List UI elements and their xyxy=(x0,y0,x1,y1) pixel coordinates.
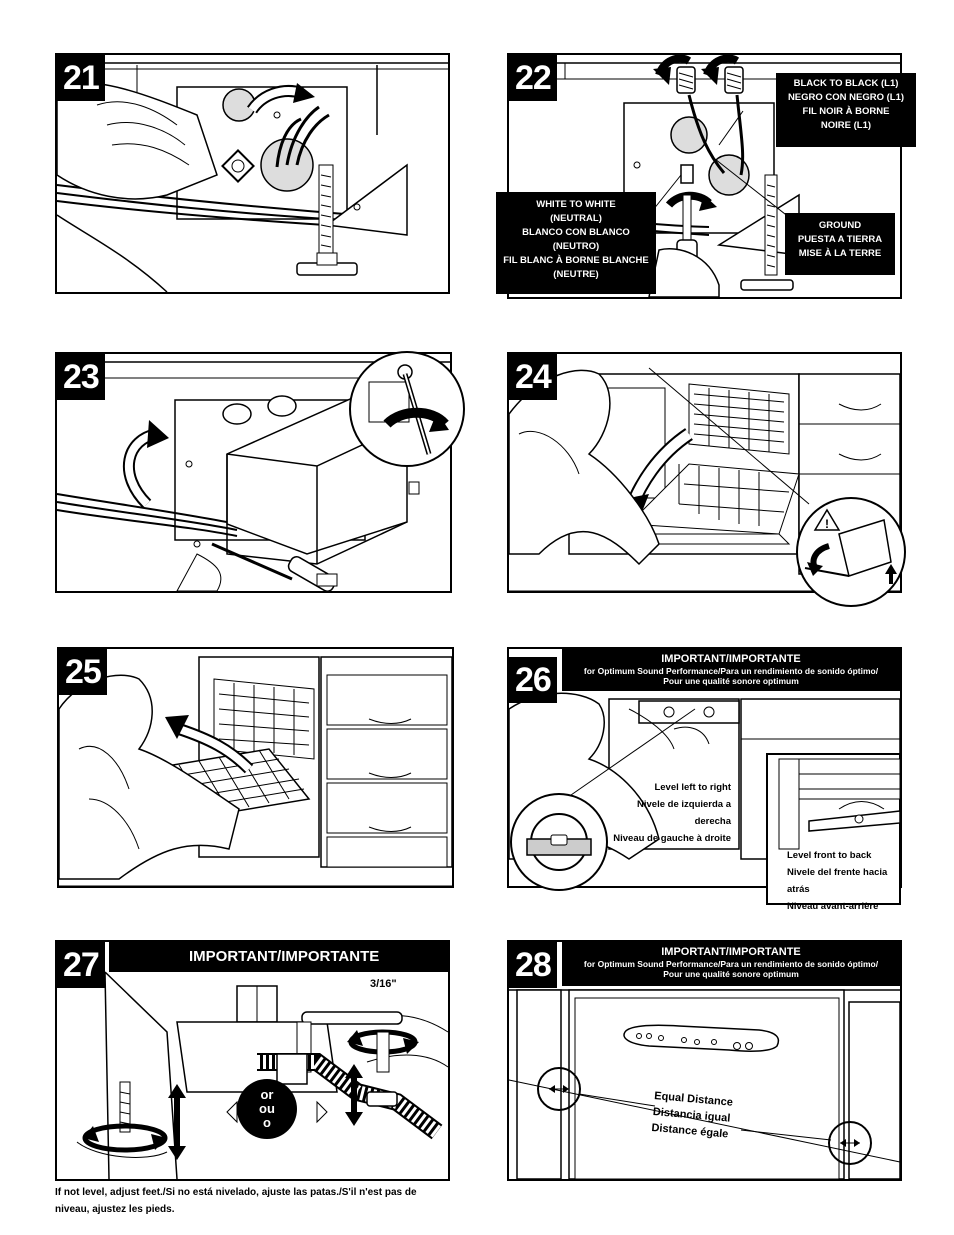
step-24-panel: ! 24 xyxy=(507,352,906,607)
step-25-illustration xyxy=(58,656,453,887)
step-28-illustration xyxy=(508,989,901,1180)
step-22-panel: 22 BLACK TO BLACK (L1) NEGRO CON NEGRO (… xyxy=(496,53,916,299)
step-number: 25 xyxy=(59,649,107,695)
black-wire-label: BLACK TO BLACK (L1) NEGRO CON NEGRO (L1)… xyxy=(776,73,916,147)
important-subtitle: for Optimum Sound Performance/Para un re… xyxy=(583,959,879,979)
step-27-panel: 27 IMPORTANT/IMPORTANTE 3/16" or ou o xyxy=(55,940,450,1181)
step-28-panel: 28 IMPORTANT/IMPORTANTE for Optimum Soun… xyxy=(507,940,902,1181)
step-26-panel: 26 IMPORTANT/IMPORTANTE for Optimum Soun… xyxy=(507,647,902,912)
equal-distance-label: Equal Distance Distancia igual Distance … xyxy=(650,1089,734,1141)
important-header: IMPORTANT/IMPORTANTE xyxy=(109,942,448,972)
step-23-illustration xyxy=(56,351,465,592)
svg-text:!: ! xyxy=(825,517,829,531)
step-number: 21 xyxy=(57,55,105,101)
step-24-illustration: ! xyxy=(508,367,906,607)
step-25-panel: 25 xyxy=(57,647,454,888)
level-left-right-label: Level left to right Nivele de izquierda … xyxy=(613,782,731,844)
ground-wire-label: GROUND PUESTA A TIERRA MISE À LA TERRE xyxy=(785,213,895,275)
level-caption-line-1: If not level, adjust feet./Si no está ni… xyxy=(55,1187,417,1198)
important-header: IMPORTANT/IMPORTANTE for Optimum Sound P… xyxy=(562,649,900,691)
step-26-illustration xyxy=(508,692,901,905)
step-number: 23 xyxy=(57,354,105,400)
step-number: 22 xyxy=(509,55,557,101)
step-number: 27 xyxy=(57,942,105,988)
important-title: IMPORTANT/IMPORTANTE xyxy=(661,653,801,665)
important-title: IMPORTANT/IMPORTANTE xyxy=(661,946,801,958)
step-21-panel: 21 xyxy=(55,53,450,294)
or-badge: or ou o xyxy=(237,1079,297,1139)
important-header: IMPORTANT/IMPORTANTE for Optimum Sound P… xyxy=(562,942,900,986)
step-23-panel: 23 xyxy=(55,351,465,593)
step-27-illustration xyxy=(76,971,449,1180)
step-number: 24 xyxy=(509,354,557,400)
step-21-illustration xyxy=(56,62,448,293)
level-caption-line-2: niveau, ajustez les pieds. xyxy=(55,1204,175,1215)
white-wire-label: WHITE TO WHITE (NEUTRAL) BLANCO CON BLAN… xyxy=(496,192,656,294)
step-number: 26 xyxy=(509,657,557,703)
important-title: IMPORTANT/IMPORTANTE xyxy=(189,948,380,965)
step-number: 28 xyxy=(509,942,557,988)
level-front-back-label: Level front to back Nivele del frente ha… xyxy=(787,850,888,912)
important-subtitle: for Optimum Sound Performance/Para un re… xyxy=(583,666,879,686)
wrench-size-label: 3/16" xyxy=(370,978,397,990)
